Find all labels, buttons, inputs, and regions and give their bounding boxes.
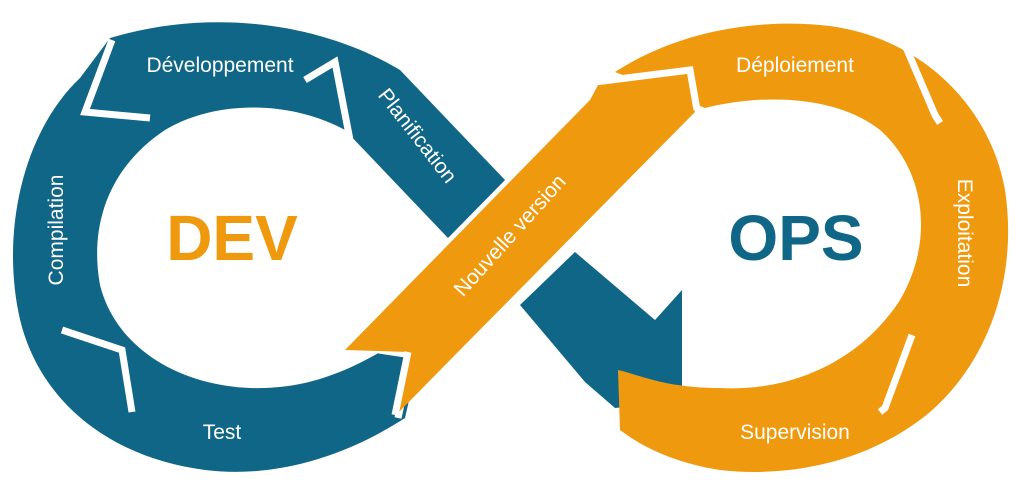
stage-label-deployment: Déploiement <box>736 54 854 77</box>
stage-label-compilation: Compilation <box>45 175 68 286</box>
dev-loop <box>13 22 682 472</box>
dev-title: DEV <box>166 202 298 274</box>
dev-separator-top-right <box>303 56 354 141</box>
dev-separator-top-left <box>80 38 151 122</box>
ops-separator-band-left <box>391 351 412 416</box>
dev-ring <box>13 22 506 472</box>
ops-ring <box>615 23 1009 472</box>
ops-separator-top-right <box>901 43 943 125</box>
dev-to-ops-segment <box>520 252 682 408</box>
ops-title: OPS <box>728 202 863 274</box>
stage-label-test: Test <box>203 421 242 444</box>
stage-label-operation: Exploitation <box>953 179 976 288</box>
ops-loop <box>345 23 1009 472</box>
release-band <box>345 72 695 413</box>
ops-separator-right-bottom <box>877 333 916 415</box>
stage-label-monitoring: Supervision <box>740 421 850 444</box>
ops-separator-band-top <box>594 66 701 111</box>
dev-separator-left-bottom <box>60 326 136 413</box>
stage-label-development: Développement <box>146 54 293 77</box>
